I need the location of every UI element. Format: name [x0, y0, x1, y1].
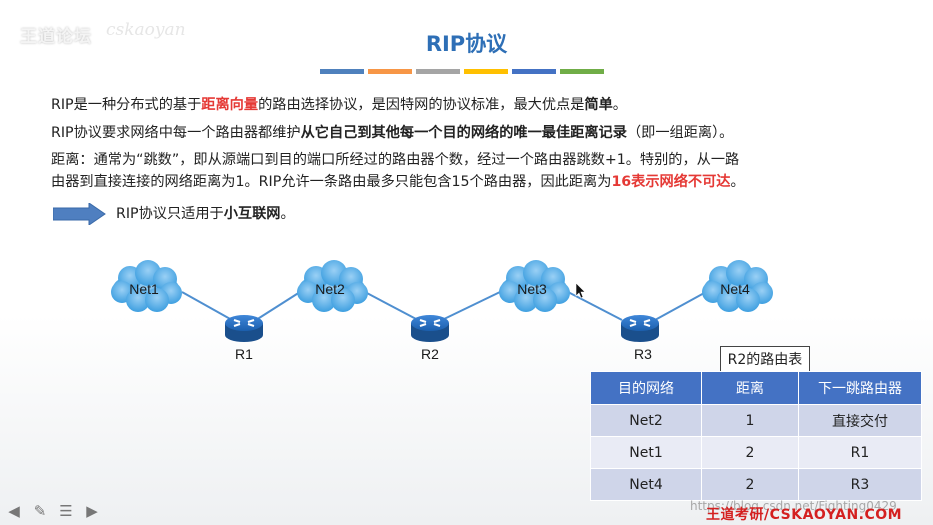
slideshow-toolbar: ◀ ✎ ☰ ▶ — [6, 503, 100, 519]
table-row: Net1 2 R1 — [590, 436, 922, 469]
table-row: Net4 2 R3 — [590, 468, 922, 501]
routing-table-caption: R2的路由表 — [720, 346, 810, 374]
logo-signature: cskaoyan — [106, 20, 186, 40]
footer-site-label: 王道考研/CSKAOYAN.COM — [706, 507, 903, 523]
net4-label: Net4 — [720, 281, 750, 297]
table-cell: 1 — [701, 404, 799, 437]
stripe-4 — [464, 69, 508, 74]
net2-label: Net2 — [315, 281, 345, 297]
stripe-5 — [512, 69, 556, 74]
table-header-row: 目的网络 距离 下一跳路由器 — [590, 371, 922, 405]
menu-icon[interactable]: ☰ — [59, 502, 73, 520]
router-r1-label: R1 — [235, 346, 253, 362]
column-header: 距离 — [701, 371, 799, 405]
router-r3-label: R3 — [634, 346, 652, 362]
net1-label: Net1 — [129, 281, 159, 297]
slide-title: RIP协议 — [425, 32, 508, 56]
column-header: 下一跳路由器 — [798, 371, 922, 405]
blue-arrow-icon — [53, 203, 106, 225]
paragraph-distance-line1: 距离：通常为“跳数”，即从源端口到目的端口所经过的路由器个数，经过一个路由器跳数… — [51, 152, 740, 168]
routing-table: 目的网络 距离 下一跳路由器 Net2 1 直接交付 Net1 2 R1 Net… — [590, 371, 922, 501]
table-row: Net2 1 直接交付 — [590, 404, 922, 437]
paragraph-definition: RIP是一种分布式的基于距离向量的路由选择协议，是因特网的协议标准，最大优点是简… — [51, 97, 627, 113]
pen-icon[interactable]: ✎ — [33, 502, 47, 520]
column-header: 目的网络 — [590, 371, 702, 405]
mouse-cursor-icon — [575, 282, 586, 299]
net3-label: Net3 — [517, 281, 547, 297]
stripe-1 — [320, 69, 364, 74]
table-cell: 2 — [701, 468, 799, 501]
table-cell: 2 — [701, 436, 799, 469]
paragraph-applicability: RIP协议只适用于小互联网。 — [116, 206, 295, 222]
router-r2-icon — [410, 314, 450, 343]
table-cell: R1 — [798, 436, 922, 469]
router-r1-icon — [224, 314, 264, 343]
table-cell: R3 — [798, 468, 922, 501]
router-r3-icon — [620, 314, 660, 343]
title-underline-stripes — [320, 69, 604, 74]
table-cell: Net1 — [590, 436, 702, 469]
watermark-url: https://blog.csdn.net/Fighting0429 — [690, 499, 897, 513]
paragraph-requirement: RIP协议要求网络中每一个路由器都维护从它自己到其他每一个目的网络的唯一最佳距离… — [51, 125, 734, 141]
stripe-6 — [560, 69, 604, 74]
table-cell: 直接交付 — [798, 404, 922, 437]
router-r2-label: R2 — [421, 346, 439, 362]
logo: 王道论坛 — [20, 27, 92, 47]
stripe-2 — [368, 69, 412, 74]
table-cell: Net4 — [590, 468, 702, 501]
stripe-3 — [416, 69, 460, 74]
paragraph-distance-line2: 由器到直接连接的网络距离为1。RIP允许一条路由最多只能包含15个路由器，因此距… — [51, 174, 745, 190]
links — [181, 291, 707, 321]
back-arrow-icon[interactable]: ◀ — [8, 502, 20, 520]
table-cell: Net2 — [590, 404, 702, 437]
forward-arrow-icon[interactable]: ▶ — [86, 502, 98, 520]
